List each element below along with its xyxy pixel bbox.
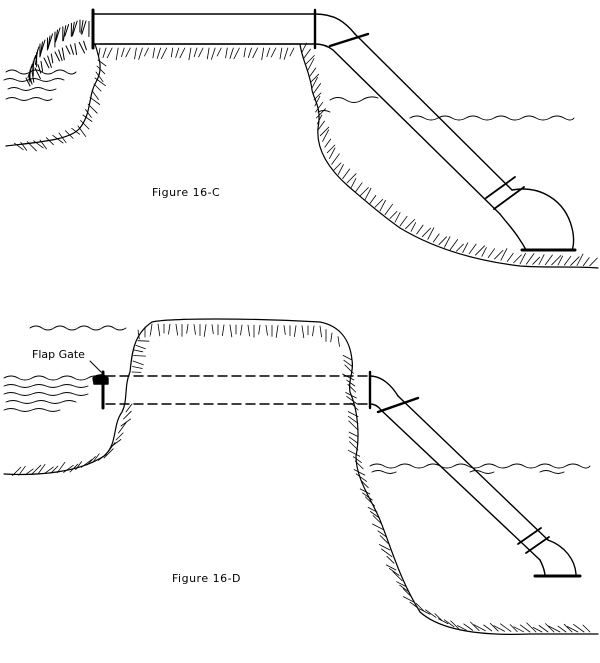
figure-16d-culvert [105, 375, 371, 405]
figure-16c-left-scrub [25, 19, 90, 87]
figure-16c-hatching [13, 42, 598, 267]
figure-16c-embankment [5, 43, 599, 269]
figure-16d-hatching [11, 323, 591, 633]
figure-16c-caption: Figure 16-C [152, 186, 220, 199]
figure-16d-left-water [3, 375, 101, 412]
flap-gate-leader [89, 360, 102, 373]
figure-16c-pipe [91, 8, 577, 252]
figure-16d-right-water [369, 463, 591, 474]
flap-gate [92, 370, 109, 410]
figure-16d-caption: Figure 16-D [172, 572, 241, 585]
figure-16d-pipe [368, 370, 582, 578]
figure-16d-embankment [3, 318, 599, 635]
figure-16c: Figure 16-C [3, 8, 599, 269]
figure-16d: Flap Gate Figure 16-D [3, 318, 599, 635]
flap-gate-label: Flap Gate [32, 348, 85, 361]
figure-16d-top-water [29, 325, 151, 337]
figure-16c-left-water [3, 69, 77, 101]
figure-16c-right-water [317, 96, 575, 121]
